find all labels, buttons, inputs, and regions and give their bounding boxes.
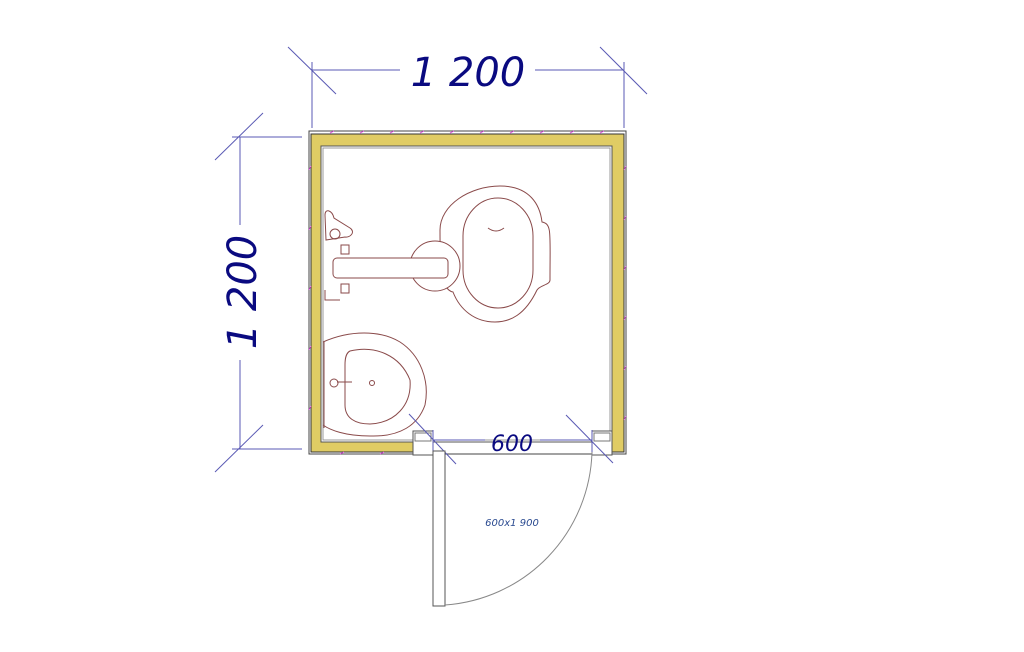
grab-bar-icon (324, 210, 461, 301)
width-dimension (287, 46, 648, 128)
door-size-label: 600x1 900 (485, 518, 539, 529)
height-dimension-label: 1 200 (220, 235, 266, 350)
door-width-label: 600 (491, 432, 533, 457)
sink-icon (322, 332, 427, 437)
height-dimension (214, 112, 302, 473)
width-dimension-label: 1 200 (411, 50, 526, 96)
door-icon (432, 450, 593, 607)
walls (308, 130, 627, 456)
toilet-icon (439, 185, 551, 323)
